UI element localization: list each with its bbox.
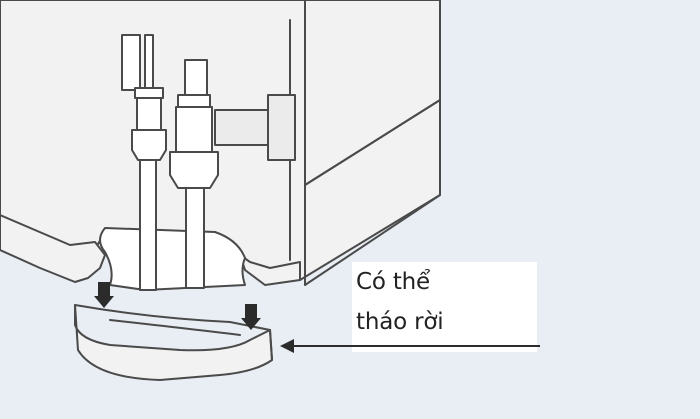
removable-cover	[74, 304, 273, 381]
callout-label: Có thể tháo rời	[356, 262, 536, 352]
callout-line-1: Có thể	[356, 269, 430, 295]
pipe-opening	[99, 227, 246, 291]
base-rim	[0, 214, 106, 283]
base-rim-right	[239, 254, 301, 286]
down-arrows	[94, 282, 261, 330]
pointer-arrow	[280, 339, 540, 353]
mount-bracket	[214, 94, 296, 161]
right-pipe	[169, 59, 219, 289]
down-arrow-icon	[241, 304, 261, 330]
callout-panel	[352, 262, 537, 352]
down-arrow-icon	[94, 282, 114, 308]
left-pipe	[121, 34, 167, 291]
callout-line-2: tháo rời	[356, 309, 444, 335]
